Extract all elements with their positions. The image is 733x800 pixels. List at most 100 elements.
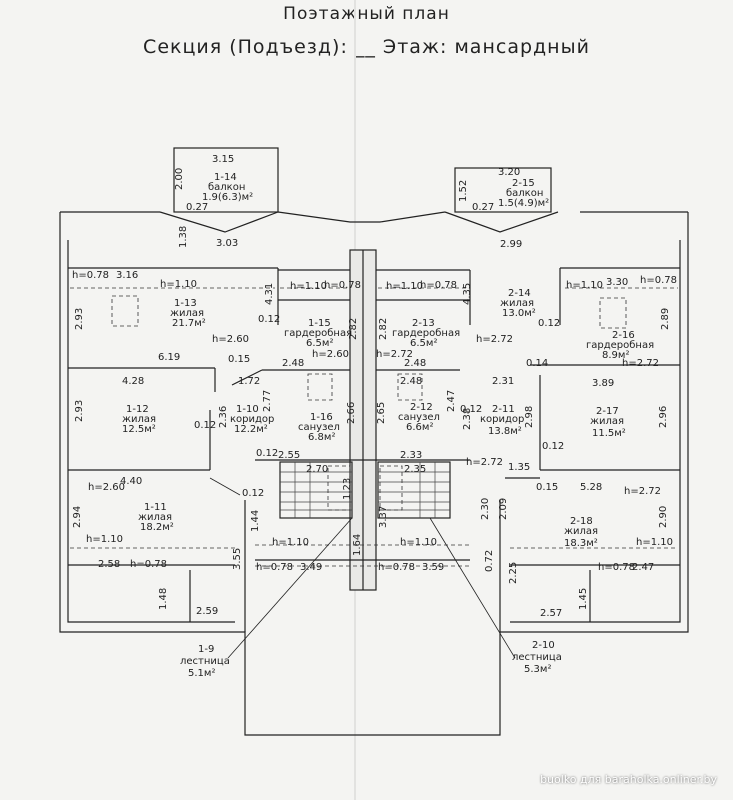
svg-text:12.5м²: 12.5м² bbox=[122, 424, 156, 435]
svg-text:2.47: 2.47 bbox=[632, 562, 654, 573]
svg-text:12.2м²: 12.2м² bbox=[234, 424, 268, 435]
svg-text:2.93: 2.93 bbox=[74, 308, 85, 330]
svg-text:2.59: 2.59 bbox=[196, 606, 218, 617]
svg-text:h=0.78: h=0.78 bbox=[598, 562, 635, 573]
svg-text:8.9м²: 8.9м² bbox=[602, 350, 629, 361]
svg-text:h=1.10: h=1.10 bbox=[290, 281, 327, 292]
svg-text:13.0м²: 13.0м² bbox=[502, 308, 536, 319]
svg-text:лестница: лестница bbox=[512, 652, 562, 663]
svg-text:2.65: 2.65 bbox=[376, 402, 387, 424]
svg-text:0.12: 0.12 bbox=[258, 314, 280, 325]
svg-text:1-10: 1-10 bbox=[236, 404, 259, 415]
svg-text:2.55: 2.55 bbox=[278, 450, 300, 461]
svg-text:h=0.78: h=0.78 bbox=[130, 559, 167, 570]
svg-text:2-17: 2-17 bbox=[596, 406, 619, 417]
svg-text:6.5м²: 6.5м² bbox=[410, 338, 437, 349]
svg-text:4.35: 4.35 bbox=[462, 283, 473, 305]
svg-text:0.27: 0.27 bbox=[472, 202, 494, 213]
svg-text:3.37: 3.37 bbox=[378, 506, 389, 528]
svg-text:3.49: 3.49 bbox=[300, 562, 322, 573]
svg-text:h=1.10: h=1.10 bbox=[86, 534, 123, 545]
svg-text:0.12: 0.12 bbox=[460, 404, 482, 415]
svg-text:1.48: 1.48 bbox=[158, 588, 169, 610]
svg-text:2.38: 2.38 bbox=[462, 408, 473, 430]
svg-text:1-9: 1-9 bbox=[198, 644, 214, 655]
svg-text:5.28: 5.28 bbox=[580, 482, 602, 493]
dashed-lines bbox=[70, 287, 678, 567]
svg-text:0.14: 0.14 bbox=[526, 358, 548, 369]
svg-text:1.38: 1.38 bbox=[178, 226, 189, 248]
svg-text:6.19: 6.19 bbox=[158, 352, 180, 363]
svg-text:2.48: 2.48 bbox=[282, 358, 304, 369]
svg-text:h=1.10: h=1.10 bbox=[272, 537, 309, 548]
svg-text:1-13: 1-13 bbox=[174, 298, 197, 309]
svg-text:0.72: 0.72 bbox=[484, 550, 495, 572]
svg-text:жилая: жилая bbox=[170, 308, 204, 319]
svg-text:2.90: 2.90 bbox=[658, 506, 669, 528]
svg-text:2.66: 2.66 bbox=[346, 402, 357, 424]
svg-text:санузел: санузел bbox=[298, 422, 340, 433]
svg-text:2.31: 2.31 bbox=[492, 376, 514, 387]
svg-text:гардеробная: гардеробная bbox=[392, 328, 460, 339]
svg-text:2.33: 2.33 bbox=[400, 450, 422, 461]
svg-text:2.00: 2.00 bbox=[174, 168, 185, 190]
svg-text:2-12: 2-12 bbox=[410, 402, 433, 413]
svg-text:2.96: 2.96 bbox=[658, 406, 669, 428]
svg-text:2.30: 2.30 bbox=[480, 498, 491, 520]
svg-text:3.30: 3.30 bbox=[606, 277, 628, 288]
svg-text:0.12: 0.12 bbox=[194, 420, 216, 431]
svg-text:3.55: 3.55 bbox=[232, 548, 243, 570]
svg-text:3.20: 3.20 bbox=[498, 167, 520, 178]
svg-text:3.03: 3.03 bbox=[216, 238, 238, 249]
svg-text:2-18: 2-18 bbox=[570, 516, 593, 527]
svg-text:коридор: коридор bbox=[480, 414, 524, 425]
svg-text:h=1.10: h=1.10 bbox=[566, 280, 603, 291]
svg-text:2.47: 2.47 bbox=[446, 390, 457, 412]
svg-text:балкон: балкон bbox=[208, 182, 245, 193]
svg-text:3.89: 3.89 bbox=[592, 378, 614, 389]
dimension-labels: 3.15 2.00 0.27 3.03 1.38 3.20 1.52 0.27 … bbox=[72, 154, 677, 619]
svg-text:h=2.72: h=2.72 bbox=[376, 349, 413, 360]
svg-text:h=1.10: h=1.10 bbox=[386, 281, 423, 292]
svg-text:гардеробная: гардеробная bbox=[284, 328, 352, 339]
svg-text:2.58: 2.58 bbox=[98, 559, 120, 570]
svg-text:1.44: 1.44 bbox=[250, 510, 261, 532]
svg-text:0.12: 0.12 bbox=[542, 441, 564, 452]
svg-text:1.64: 1.64 bbox=[352, 534, 363, 556]
leader-lines bbox=[209, 477, 516, 659]
svg-text:2-16: 2-16 bbox=[612, 330, 635, 341]
svg-text:1.23: 1.23 bbox=[342, 478, 353, 500]
svg-text:4.31: 4.31 bbox=[264, 283, 275, 305]
svg-text:4.40: 4.40 bbox=[120, 476, 142, 487]
svg-text:0.27: 0.27 bbox=[186, 202, 208, 213]
svg-text:6.6м²: 6.6м² bbox=[406, 422, 433, 433]
svg-text:2.98: 2.98 bbox=[524, 406, 535, 428]
svg-text:2.36: 2.36 bbox=[218, 406, 229, 428]
svg-text:жилая: жилая bbox=[138, 512, 172, 523]
svg-text:2-13: 2-13 bbox=[412, 318, 435, 329]
svg-text:2.89: 2.89 bbox=[660, 308, 671, 330]
svg-text:h=1.10: h=1.10 bbox=[400, 537, 437, 548]
walls bbox=[59, 147, 689, 736]
svg-text:2-14: 2-14 bbox=[508, 288, 531, 299]
svg-text:жилая: жилая bbox=[590, 416, 624, 427]
svg-text:h=2.72: h=2.72 bbox=[476, 334, 513, 345]
svg-text:2.77: 2.77 bbox=[262, 390, 273, 412]
svg-text:h=0.78: h=0.78 bbox=[640, 275, 677, 286]
svg-text:6.8м²: 6.8м² bbox=[308, 432, 335, 443]
svg-text:0.15: 0.15 bbox=[228, 354, 250, 365]
svg-text:11.5м²: 11.5м² bbox=[592, 428, 626, 439]
svg-text:1.72: 1.72 bbox=[238, 376, 260, 387]
